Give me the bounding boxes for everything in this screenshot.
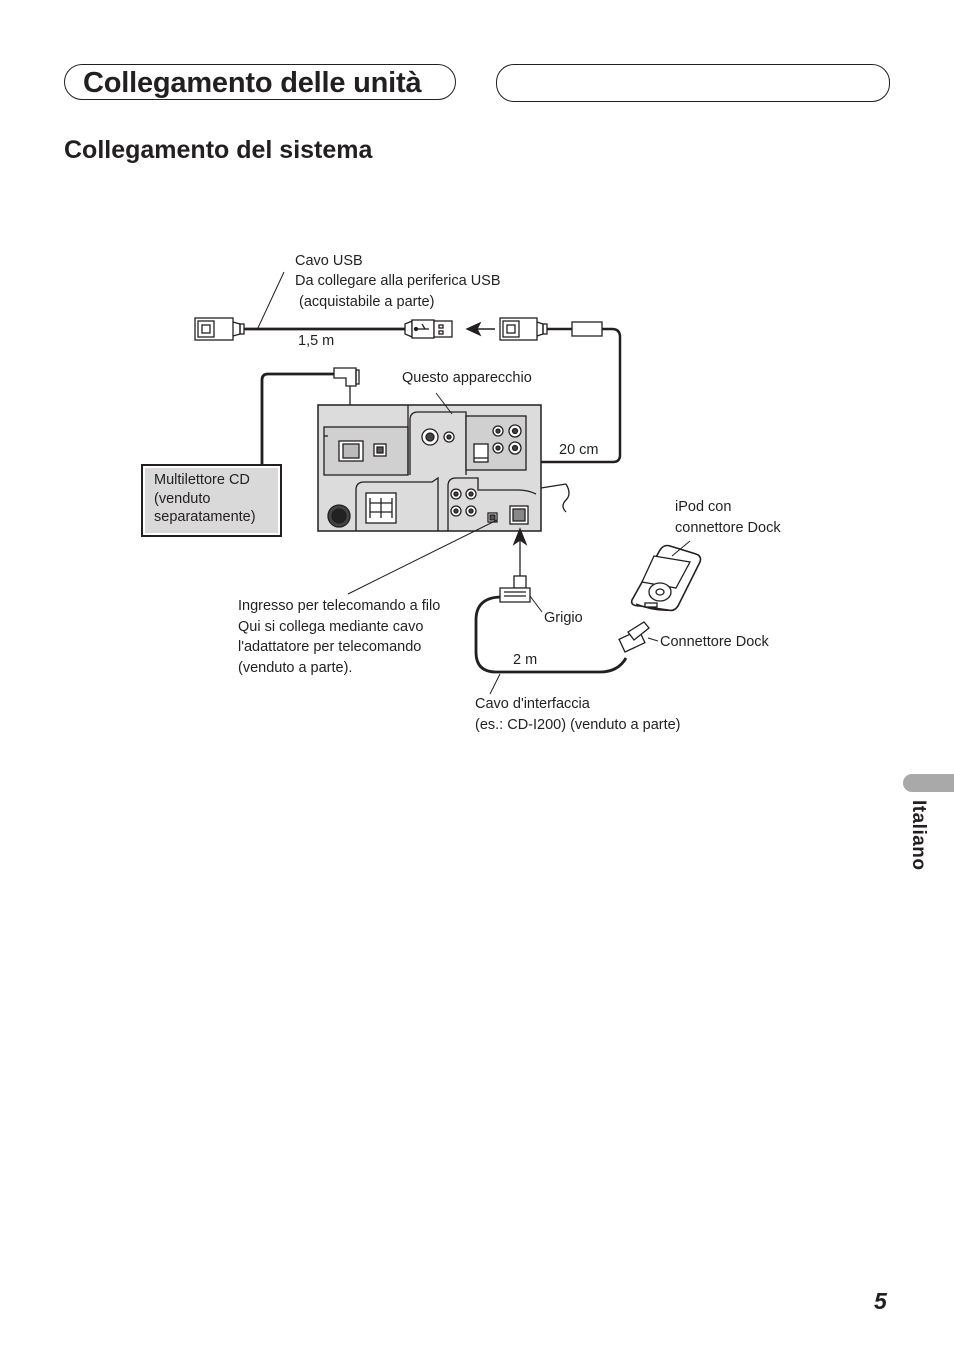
subsection-title: Collegamento del sistema	[64, 136, 373, 164]
usb-cable-label: Cavo USB	[295, 253, 363, 269]
usb-filter-block	[571, 321, 603, 337]
head-unit-rear-panel	[317, 404, 570, 532]
cd-changer-line: Multilettore CD	[154, 472, 250, 488]
cd-changer-box: Multilettore CD (venduto separatamente)	[141, 464, 282, 537]
remote-input-line: l'adattatore per telecomando	[238, 639, 422, 655]
section-title: Collegamento delle unità	[83, 67, 422, 99]
language-tab-marker	[903, 774, 954, 792]
dock-connector-label: Connettore Dock	[660, 634, 769, 650]
page-number: 5	[874, 1288, 887, 1314]
remote-input-line: Ingresso per telecomando a filo	[238, 598, 441, 614]
interface-cable-line: (es.: CD-I200) (venduto a parte)	[475, 717, 681, 733]
interface-cable-line: Cavo d'interfaccia	[475, 696, 590, 712]
section-title-frame	[64, 64, 456, 100]
grey-interface-plug	[499, 575, 531, 603]
cd-changer-cable	[260, 372, 334, 464]
arrow-up-icon	[512, 527, 528, 546]
blank-header-frame	[496, 64, 890, 102]
interface-length-label: 2 m	[513, 652, 538, 668]
interface-cable	[474, 595, 628, 674]
arrow-left-icon	[465, 321, 495, 337]
ipod-icon	[630, 544, 702, 612]
head-unit-label: Questo apparecchio	[402, 370, 532, 386]
remote-input-line: (venduto a parte).	[238, 660, 353, 676]
usb-socket-right	[499, 317, 548, 341]
grey-connector-label: Grigio	[544, 610, 583, 626]
language-tab: Italiano	[893, 800, 941, 888]
dock-connector	[618, 621, 659, 653]
usb-purchase-note: (acquistabile a parte)	[299, 294, 435, 310]
usb-socket-left	[194, 317, 245, 341]
remote-input-line: Qui si collega mediante cavo	[238, 619, 424, 635]
language-label: Italiano	[908, 800, 929, 871]
usb-extension-length: 20 cm	[559, 442, 599, 458]
ipod-label-line: connettore Dock	[675, 520, 781, 536]
cd-changer-line: (venduto	[154, 490, 211, 507]
ipod-label-line: iPod con	[675, 499, 732, 515]
cd-changer-line: separatamente)	[154, 509, 256, 525]
usb-length-label: 1,5 m	[298, 333, 335, 349]
usb-purpose-label: Da collegare alla periferica USB	[295, 273, 501, 289]
usb-plug-icon	[404, 319, 453, 339]
